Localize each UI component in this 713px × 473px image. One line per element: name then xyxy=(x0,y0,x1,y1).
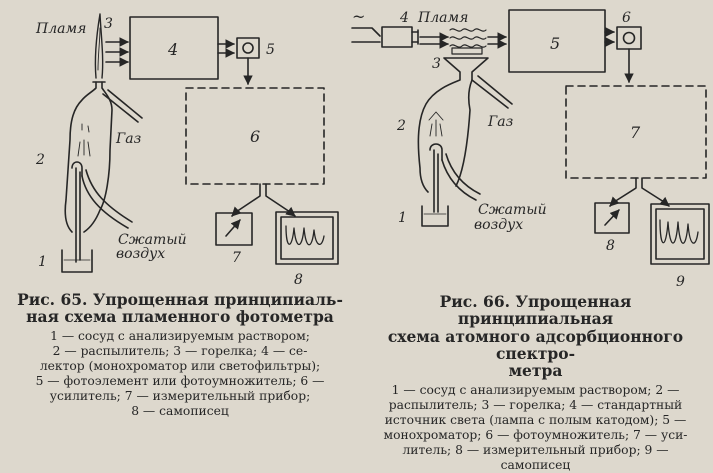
fig66-caption-title: Рис. 66. Упрощенная принципиальная схема… xyxy=(387,292,684,381)
fig65-box-recorder xyxy=(275,211,339,265)
fig65-nebulizer xyxy=(71,161,83,263)
fig65-vessel xyxy=(61,249,93,273)
fig66-diagram xyxy=(351,9,710,265)
fig66-num-1: 1 xyxy=(398,210,407,226)
fig66-label-tilde: ~ xyxy=(352,7,365,26)
fig65-num-6: 6 xyxy=(250,127,260,146)
fig66-box-photomultiplier xyxy=(616,26,642,50)
fig66-num-4: 4 xyxy=(399,10,409,26)
fig65-box-amplifier xyxy=(185,87,325,185)
fig66-nebulizer xyxy=(429,143,443,213)
fig65-caption-text: 1 — сосуд с анализируемым раствором; 2 —… xyxy=(35,328,325,418)
fig66-air-tube xyxy=(441,153,481,201)
fig66-num-5: 5 xyxy=(550,34,560,53)
fig65-box-meter xyxy=(215,212,253,246)
fig66-vessel xyxy=(421,205,449,227)
fig65-flame xyxy=(94,13,104,79)
fig66-box-meter xyxy=(594,202,630,234)
fig66-box-recorder xyxy=(650,203,710,265)
fig65-caption: Рис. 65. Упрощенная принципиаль- ная схе… xyxy=(8,291,352,419)
fig65-label-flame: Пламя xyxy=(35,21,86,37)
fig65-num-5: 5 xyxy=(266,42,275,58)
fig66-labels: ~ 4 Пламя 3 Газ 2 Сжатый воздух 1 5 6 7 … xyxy=(352,7,685,290)
fig65-label-air1: Сжатый xyxy=(118,232,187,248)
fig66-label-air1: Сжатый xyxy=(478,202,547,218)
fig65-caption-title: Рис. 65. Упрощенная принципиаль- ная схе… xyxy=(17,290,343,327)
fig65-labels: Пламя Газ Сжатый воздух 1 2 3 4 5 6 7 8 xyxy=(35,16,303,288)
diagrams: Пламя Газ Сжатый воздух 1 2 3 4 5 6 7 8 xyxy=(35,7,710,290)
fig66-gas-tube xyxy=(471,75,513,109)
fig65-box-selector xyxy=(129,16,219,80)
fig66-label-flame: Пламя xyxy=(417,10,468,26)
fig65-label-gas: Газ xyxy=(115,131,141,147)
fig66-flame xyxy=(449,28,487,48)
fig66-num-2: 2 xyxy=(396,118,406,134)
fig65-num-4: 4 xyxy=(167,40,178,59)
fig66-caption-text: 1 — сосуд с анализируемым раствором; 2 —… xyxy=(383,382,688,472)
fig66-box-monochromator xyxy=(508,9,606,73)
fig66-num-6: 6 xyxy=(622,10,631,26)
fig65-burner xyxy=(64,81,113,233)
fig66-label-gas: Газ xyxy=(487,114,513,130)
fig65-num-7: 7 xyxy=(232,250,241,266)
fig65-air-tube xyxy=(81,169,133,229)
fig66-power-lines xyxy=(351,27,381,43)
fig65-num-3: 3 xyxy=(104,16,113,32)
fig66-lamp xyxy=(381,26,413,48)
fig65-num-2: 2 xyxy=(35,152,45,168)
fig66-num-9: 9 xyxy=(676,274,685,290)
fig65-gas-tube xyxy=(102,89,143,123)
fig65-box-photocell xyxy=(236,37,260,59)
fig66-caption: Рис. 66. Упрощенная принципиальная схема… xyxy=(360,293,711,473)
fig66-num-7: 7 xyxy=(630,123,641,142)
fig66-label-air2: воздух xyxy=(474,217,523,233)
fig65-diagram xyxy=(61,13,339,273)
fig65-num-8: 8 xyxy=(294,272,303,288)
fig65-num-1: 1 xyxy=(38,254,47,270)
fig65-label-air2: воздух xyxy=(116,246,165,262)
fig66-burner xyxy=(417,57,489,193)
fig66-num-8: 8 xyxy=(606,238,615,254)
fig66-num-3: 3 xyxy=(432,56,441,72)
